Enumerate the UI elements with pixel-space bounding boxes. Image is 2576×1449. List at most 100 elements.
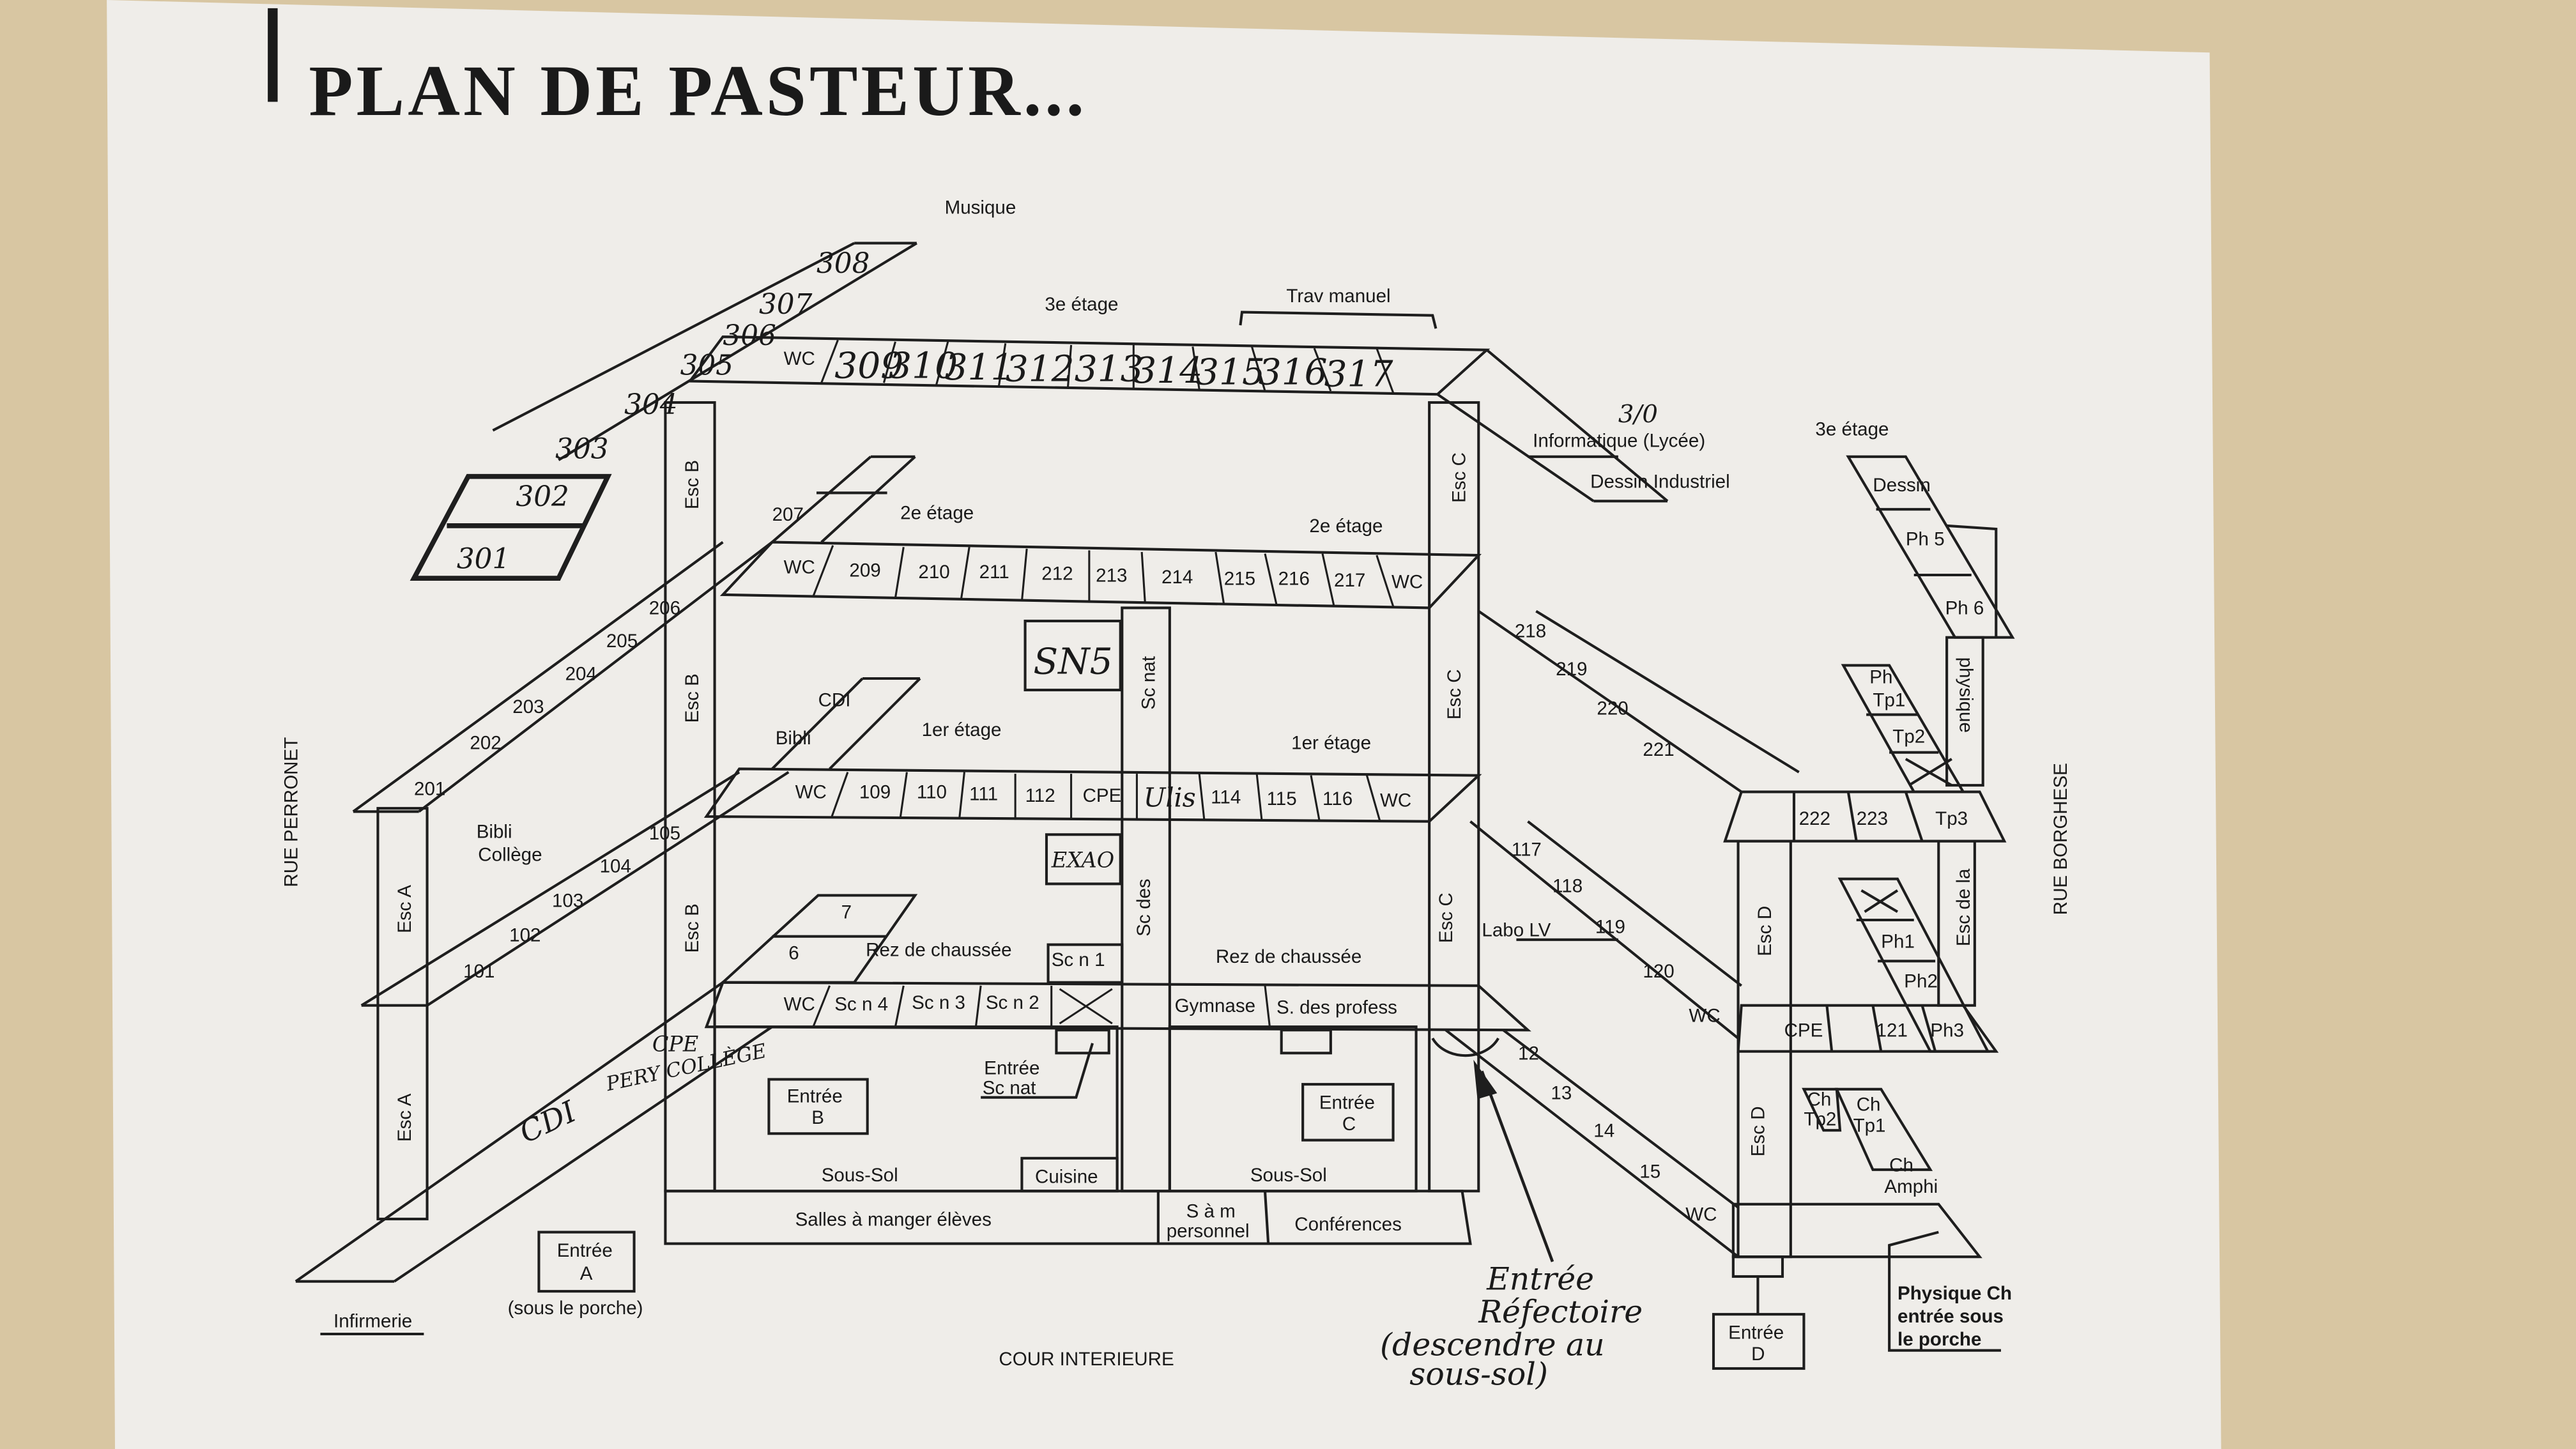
room: 309 (834, 344, 903, 387)
sn5-box (1023, 619, 1122, 692)
entrance-a-note: (sous le porche) (508, 1298, 643, 1319)
room: 317 (1324, 353, 1393, 395)
room: Cuisine (1035, 1166, 1098, 1187)
room: Bibli (477, 821, 512, 842)
informatique-note: 3/0 (1618, 400, 1658, 429)
room: 314 (1133, 349, 1202, 392)
room: Bibli (776, 728, 811, 749)
room: Ph3 (1930, 1020, 1964, 1041)
room: 117 (1512, 839, 1542, 861)
room: WC (1380, 790, 1411, 811)
dessin-industriel-label: Dessin Industriel (1590, 471, 1730, 493)
room: Amphi (1884, 1176, 1938, 1197)
room: Ch (1857, 1094, 1881, 1115)
room: Ph2 (1904, 970, 1938, 992)
room: 213 (1096, 565, 1127, 586)
entrance-c: Entrée (1319, 1092, 1375, 1114)
room: 217 (1334, 570, 1365, 591)
entrance-sc-nat: Entrée (984, 1058, 1039, 1079)
stair-label: Sc des (1133, 878, 1154, 936)
street-right: RUE BORGHESE (2050, 763, 2071, 915)
exao-label: EXAO (1051, 848, 1115, 873)
room: 209 (849, 560, 880, 581)
room: WC (1689, 1005, 1720, 1026)
floor-label: 1er étage (922, 719, 1002, 740)
room: WC (784, 556, 815, 578)
sn5-label: SN5 (1033, 640, 1112, 682)
room: 13 (1551, 1082, 1572, 1103)
musique-label: Musique (945, 197, 1016, 218)
handwritten-cpe: CPE (652, 1032, 698, 1057)
refectoire-note: Réfectoire (1478, 1294, 1643, 1330)
room: 110 (917, 782, 947, 803)
room: 214 (1162, 567, 1193, 588)
room: Ulis (1144, 783, 1196, 813)
room: 115 (1267, 788, 1297, 809)
room: Sc n 1 (1052, 949, 1105, 970)
room: 121 (1876, 1020, 1908, 1041)
room: Ph (1869, 667, 1892, 688)
room: Gymnase (1175, 995, 1256, 1016)
room: 103 (552, 890, 583, 911)
floor-1: CDI Bibli 1er étage 1er étage SN5 EXAO W… (463, 640, 1964, 1041)
room: personnel (1167, 1220, 1250, 1241)
room: 304 (624, 388, 677, 421)
room: 102 (509, 924, 540, 946)
room: Tp1 (1873, 690, 1905, 711)
room: 315 (1196, 351, 1265, 394)
stair-label: Esc C (1436, 893, 1457, 943)
street-left: RUE PERRONET (280, 737, 302, 887)
room: WC (1685, 1204, 1717, 1225)
room: Tp2 (1804, 1108, 1836, 1130)
stair-label: Esc de la (1953, 868, 1974, 946)
room: 308 (816, 247, 870, 280)
room: Sous-Sol (1250, 1165, 1327, 1186)
trav-manuel-label: Trav manuel (1286, 286, 1390, 307)
refectoire-note: (descendre au (1380, 1326, 1605, 1363)
infirmerie-label: Infirmerie (334, 1311, 412, 1332)
entrance-d: Entrée (1728, 1322, 1784, 1344)
stair-label: Esc A (394, 1093, 415, 1142)
physique-ch-note: le porche (1897, 1329, 1981, 1350)
room: S à m (1186, 1200, 1236, 1222)
room: Ph 6 (1945, 598, 1984, 619)
room: Sous-Sol (822, 1165, 898, 1186)
room: 101 (463, 961, 494, 982)
floor-2: 207 2e étage 2e étage WC 209 210 211 212… (414, 503, 1968, 829)
room: 119 (1595, 917, 1625, 938)
room: 118 (1552, 875, 1583, 896)
room: Conférences (1294, 1214, 1402, 1235)
room: 306 (723, 319, 776, 352)
stair-label: Esc A (394, 885, 415, 933)
labo-lv-label: Labo LV (1482, 920, 1551, 941)
floor-label: Rez de chaussée (866, 940, 1011, 961)
room: CDI (818, 690, 851, 711)
room: 105 (649, 823, 680, 844)
room: 311 (945, 346, 1014, 388)
room: Ph1 (1881, 931, 1915, 953)
room: S. des profess (1276, 997, 1397, 1018)
room: Tp2 (1892, 726, 1925, 747)
room: 202 (470, 733, 501, 754)
room: 310 (889, 344, 958, 387)
stair-label: Esc D (1754, 906, 1775, 956)
courtyard-label: COUR INTERIEURE (999, 1349, 1174, 1370)
room: Dessin (1873, 475, 1930, 496)
room: 15 (1639, 1162, 1660, 1183)
room: 221 (1643, 739, 1674, 760)
entrance-b: B (811, 1107, 824, 1128)
room: 303 (555, 433, 608, 465)
stair-label: Sc nat (1138, 656, 1160, 710)
refectoire-note: sous-sol) (1409, 1356, 1548, 1393)
room: Sc n 2 (986, 992, 1039, 1013)
room: 104 (600, 855, 631, 877)
room: Sc n 3 (912, 992, 965, 1013)
room: Ph 5 (1906, 529, 1945, 550)
room: 6 (788, 943, 799, 964)
room: 223 (1857, 808, 1888, 829)
room: 203 (512, 696, 544, 717)
room: 212 (1041, 564, 1073, 585)
entrance-d: D (1751, 1344, 1765, 1365)
room: 114 (1211, 786, 1241, 808)
